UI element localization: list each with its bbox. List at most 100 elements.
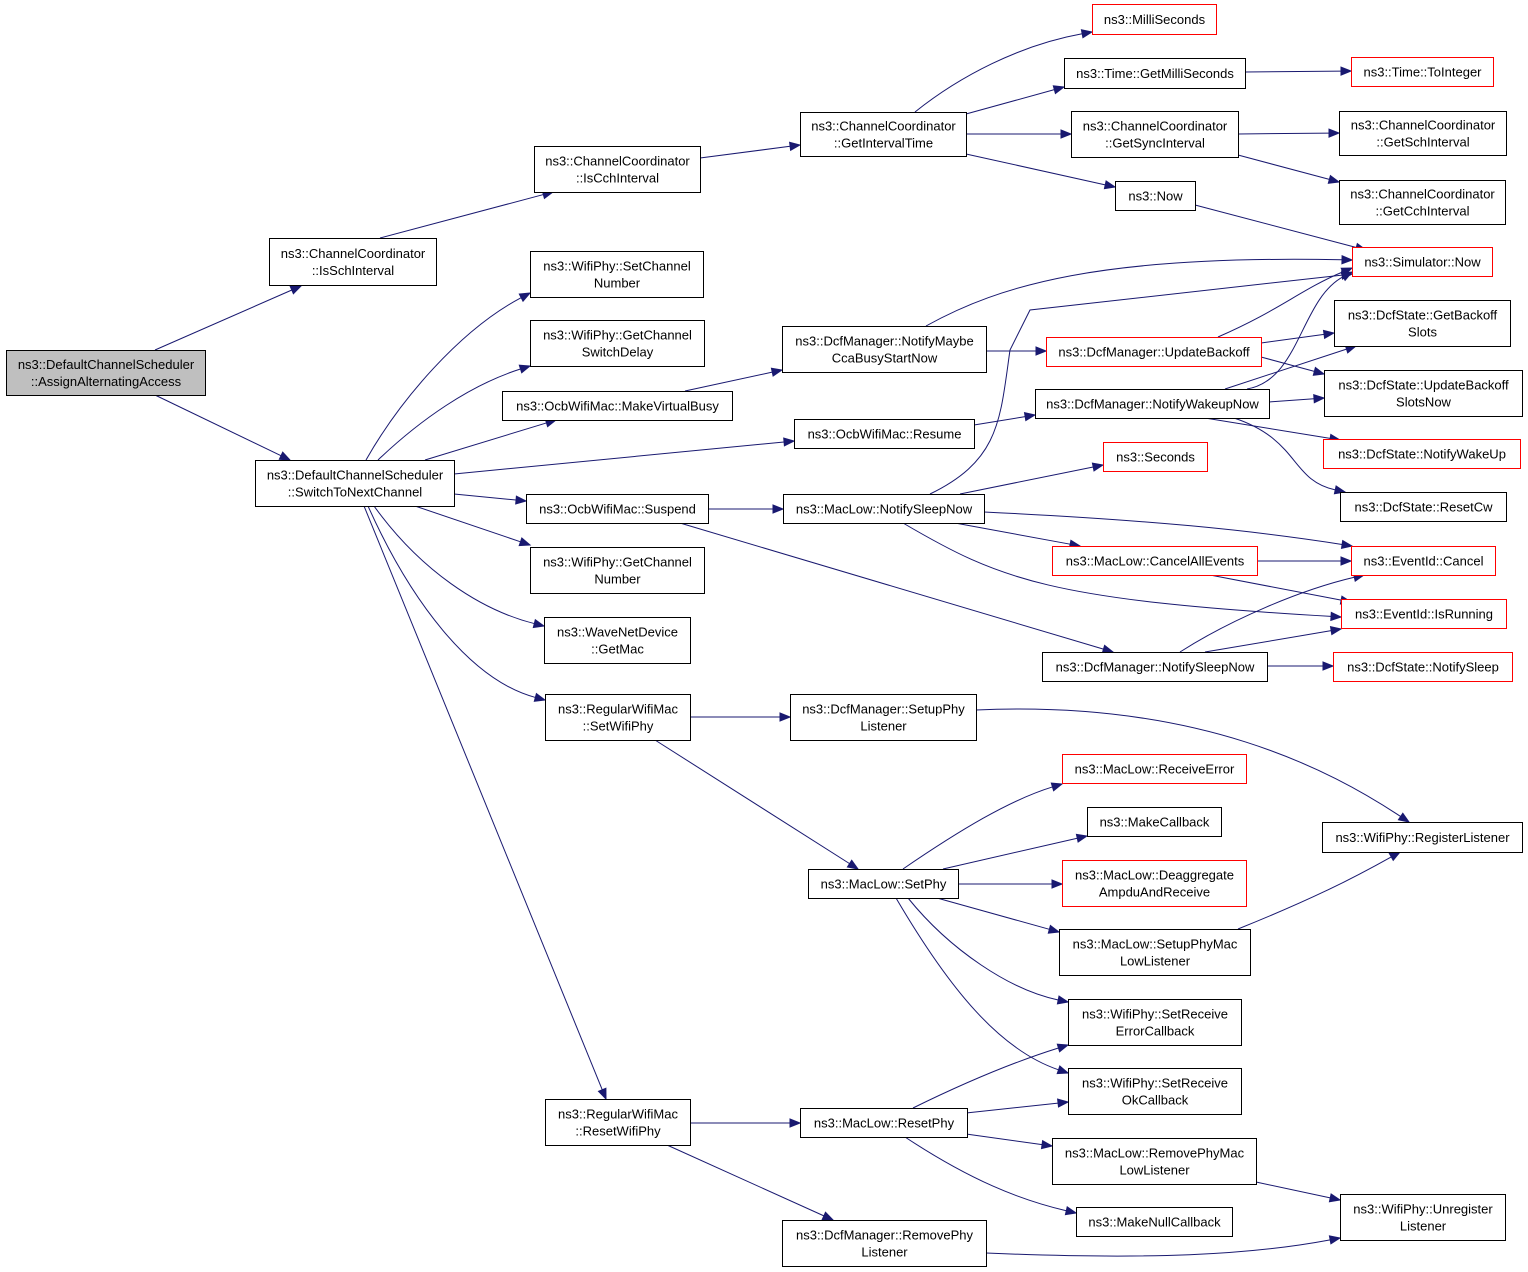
node-box[interactable] — [1059, 929, 1251, 976]
node-box[interactable] — [545, 694, 691, 741]
node-box[interactable] — [544, 617, 691, 664]
node-makeCallback[interactable]: ns3::MakeCallback — [1087, 807, 1222, 837]
node-resetPhy[interactable]: ns3::MacLow::ResetPhy — [800, 1108, 968, 1138]
node-box[interactable] — [800, 1108, 968, 1138]
node-makeNull[interactable]: ns3::MakeNullCallback — [1076, 1207, 1233, 1237]
node-box[interactable] — [800, 112, 967, 157]
node-toInteger[interactable]: ns3::Time::ToInteger — [1351, 57, 1494, 87]
node-waveGetMac[interactable]: ns3::WaveNetDevice::GetMac — [544, 617, 691, 664]
node-getInterval[interactable]: ns3::ChannelCoordinator::GetIntervalTime — [800, 112, 967, 157]
node-evCancel[interactable]: ns3::EventId::Cancel — [1351, 546, 1496, 576]
node-box[interactable] — [530, 320, 705, 367]
node-box[interactable] — [1046, 337, 1262, 367]
node-box[interactable] — [530, 251, 704, 298]
node-box[interactable] — [1339, 111, 1507, 156]
node-box[interactable] — [790, 694, 977, 741]
node-root[interactable]: ns3::DefaultChannelScheduler::AssignAlte… — [6, 350, 206, 396]
node-box[interactable] — [1333, 652, 1513, 682]
node-updateBackoff[interactable]: ns3::DcfManager::UpdateBackoff — [1046, 337, 1262, 367]
node-box[interactable] — [534, 146, 701, 193]
node-box[interactable] — [1071, 111, 1239, 158]
node-box[interactable] — [1339, 180, 1506, 225]
node-resetWifiPhy[interactable]: ns3::RegularWifiMac::ResetWifiPhy — [545, 1099, 691, 1146]
node-macNotifySleep[interactable]: ns3::MacLow::NotifySleepNow — [783, 494, 985, 524]
node-box[interactable] — [1087, 807, 1222, 837]
node-box[interactable] — [1062, 754, 1247, 784]
node-box[interactable] — [1341, 599, 1507, 629]
node-box[interactable] — [1103, 442, 1208, 472]
node-box[interactable] — [1322, 822, 1523, 853]
node-resume[interactable]: ns3::OcbWifiMac::Resume — [794, 419, 975, 449]
node-box[interactable] — [1351, 546, 1496, 576]
node-notifyMaybe[interactable]: ns3::DcfManager::NotifyMaybeCcaBusyStart… — [782, 326, 987, 373]
node-box[interactable] — [1062, 860, 1247, 907]
node-box[interactable] — [545, 1099, 691, 1146]
node-box[interactable] — [1042, 652, 1268, 682]
node-getMilli[interactable]: ns3::Time::GetMilliSeconds — [1064, 58, 1246, 89]
node-box[interactable] — [1068, 999, 1242, 1046]
node-switchTo[interactable]: ns3::DefaultChannelScheduler::SwitchToNe… — [255, 460, 455, 507]
node-box[interactable] — [794, 419, 975, 449]
node-box[interactable] — [269, 238, 437, 286]
node-box[interactable] — [1092, 4, 1217, 35]
node-box[interactable] — [255, 460, 455, 507]
node-box[interactable] — [530, 547, 705, 594]
node-box[interactable] — [1351, 57, 1494, 87]
node-box[interactable] — [1052, 546, 1258, 576]
node-now[interactable]: ns3::Now — [1115, 181, 1196, 211]
node-box[interactable] — [1324, 370, 1523, 417]
node-box[interactable] — [6, 350, 206, 396]
node-box[interactable] — [1323, 439, 1521, 469]
node-milli[interactable]: ns3::MilliSeconds — [1092, 4, 1217, 35]
node-dcfNotifySleep[interactable]: ns3::DcfManager::NotifySleepNow — [1042, 652, 1268, 682]
node-receiveError[interactable]: ns3::MacLow::ReceiveError — [1062, 754, 1247, 784]
node-cancelAll[interactable]: ns3::MacLow::CancelAllEvents — [1052, 546, 1258, 576]
node-box[interactable] — [1068, 1068, 1242, 1115]
node-box[interactable] — [1352, 247, 1493, 277]
node-notifyWakeUpState[interactable]: ns3::DcfState::NotifyWakeUp — [1323, 439, 1521, 469]
node-notifyWakeup[interactable]: ns3::DcfManager::NotifyWakeupNow — [1035, 389, 1270, 419]
node-box[interactable] — [1052, 1138, 1257, 1185]
node-box[interactable] — [1076, 1207, 1233, 1237]
node-setPhy[interactable]: ns3::MacLow::SetPhy — [808, 869, 959, 899]
node-box[interactable] — [808, 869, 959, 899]
node-box[interactable] — [1340, 1194, 1506, 1241]
node-box[interactable] — [526, 494, 709, 524]
node-getSync[interactable]: ns3::ChannelCoordinator::GetSyncInterval — [1071, 111, 1239, 158]
node-evIsRunning[interactable]: ns3::EventId::IsRunning — [1341, 599, 1507, 629]
node-box[interactable] — [1340, 492, 1507, 522]
node-box[interactable] — [1064, 58, 1246, 89]
node-box[interactable] — [782, 326, 987, 373]
node-getCch[interactable]: ns3::ChannelCoordinator::GetCchInterval — [1339, 180, 1506, 225]
node-makeVB[interactable]: ns3::OcbWifiMac::MakeVirtualBusy — [502, 391, 733, 421]
node-resetCw[interactable]: ns3::DcfState::ResetCw — [1340, 492, 1507, 522]
node-box[interactable] — [782, 1220, 987, 1267]
node-getSch[interactable]: ns3::ChannelCoordinator::GetSchInterval — [1339, 111, 1507, 156]
node-box[interactable] — [502, 391, 733, 421]
node-isCch[interactable]: ns3::ChannelCoordinator::IsCchInterval — [534, 146, 701, 193]
node-setWifiPhy[interactable]: ns3::RegularWifiMac::SetWifiPhy — [545, 694, 691, 741]
node-suspend[interactable]: ns3::OcbWifiMac::Suspend — [526, 494, 709, 524]
node-box[interactable] — [1115, 181, 1196, 211]
node-isSch[interactable]: ns3::ChannelCoordinator::IsSchInterval — [269, 238, 437, 286]
node-simNow[interactable]: ns3::Simulator::Now — [1352, 247, 1493, 277]
node-box[interactable] — [1334, 300, 1511, 347]
node-box[interactable] — [783, 494, 985, 524]
node-dcfStateNotifySleep[interactable]: ns3::DcfState::NotifySleep — [1333, 652, 1513, 682]
node-registerListener[interactable]: ns3::WifiPhy::RegisterListener — [1322, 822, 1523, 853]
node-box[interactable] — [1035, 389, 1270, 419]
node-seconds[interactable]: ns3::Seconds — [1103, 442, 1208, 472]
